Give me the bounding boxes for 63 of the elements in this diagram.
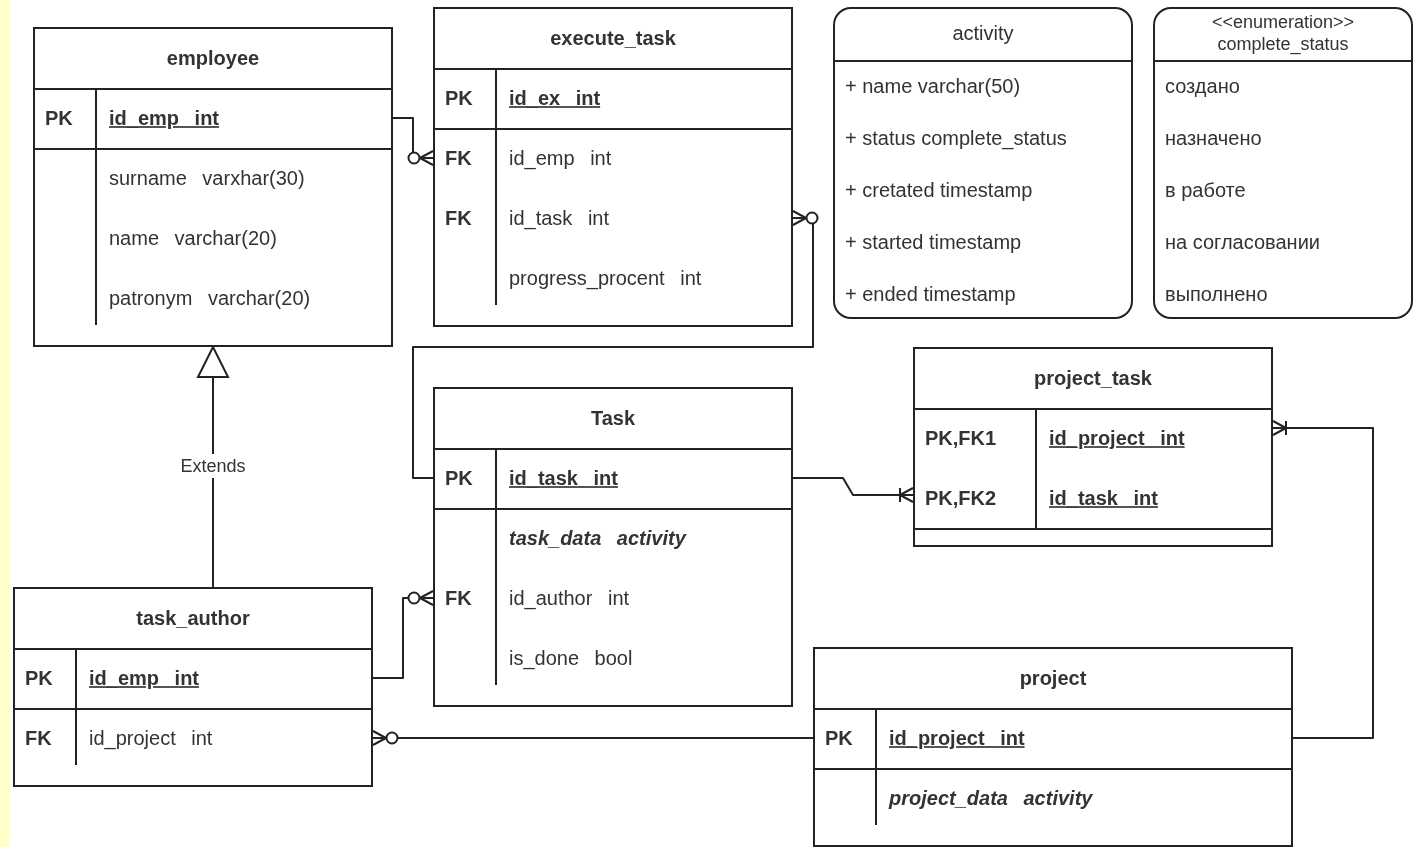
entity-table (813, 647, 1293, 847)
column-name: task_data activity (509, 526, 686, 550)
column-name: id_emp int (89, 666, 199, 690)
attribute-text: + started timestamp (845, 230, 1022, 254)
entity-table (913, 347, 1273, 547)
attribute-text: + cretated timestamp (845, 178, 1033, 202)
key-label: PK,FK2 (925, 486, 997, 510)
attribute-text: выполнено (1165, 282, 1268, 306)
column-name: name varchar(20) (109, 226, 277, 250)
table-title: project_task (1033, 365, 1153, 390)
table-title: execute_task (549, 25, 677, 50)
class-box (1153, 7, 1413, 319)
entity-table (13, 587, 373, 787)
table-title: employee (165, 45, 261, 70)
connector (412, 210, 819, 479)
key-label: FK (445, 206, 472, 230)
attribute-text: + name varchar(50) (845, 74, 1021, 98)
entity-table (33, 27, 393, 347)
column-name: id_ex int (509, 86, 601, 110)
attribute-text: на согласовании (1165, 230, 1320, 254)
connector (392, 117, 434, 166)
column-name: id_project int (889, 726, 1025, 750)
key-label: PK (445, 466, 473, 490)
key-label: FK (25, 726, 52, 750)
class-title: activity (951, 21, 1015, 45)
connector (372, 730, 814, 746)
key-label: PK (445, 86, 473, 110)
attribute-text: назначено (1165, 126, 1262, 150)
column-name: patronym varchar(20) (109, 286, 311, 310)
key-label: FK (445, 586, 472, 610)
column-name: id_author int (509, 586, 630, 610)
table-title: project (1018, 665, 1088, 690)
connector (197, 346, 229, 588)
attribute-text: в работе (1165, 178, 1246, 202)
column-name: id_task int (509, 466, 618, 490)
attribute-text: создано (1165, 74, 1240, 98)
class-box (833, 7, 1133, 319)
connector (1272, 420, 1374, 739)
attribute-text: + ended timestamp (845, 282, 1016, 306)
entity-table (433, 387, 793, 707)
class-title: <<enumeration>> complete_status (1210, 11, 1356, 55)
key-label: PK,FK1 (925, 426, 997, 450)
entity-table (433, 7, 793, 327)
column-name: surname varxhar(30) (109, 166, 305, 190)
edge-label: Extends (178, 454, 248, 478)
key-label: FK (445, 146, 472, 170)
column-name: is_done bool (509, 646, 633, 670)
column-name: progress_procent int (509, 266, 702, 290)
table-title: task_author (135, 605, 251, 630)
key-label: PK (825, 726, 853, 750)
connector (792, 477, 914, 503)
column-name: project_data activity (889, 786, 1093, 810)
column-name: id_project int (1049, 426, 1185, 450)
key-label: PK (25, 666, 53, 690)
connector (372, 590, 434, 679)
column-name: id_project int (89, 726, 213, 750)
key-label: PK (45, 106, 73, 130)
column-name: id_task int (1049, 486, 1158, 510)
attribute-text: + status complete_status (845, 126, 1067, 150)
table-title: Task (589, 405, 637, 430)
column-name: id_task int (509, 206, 610, 230)
column-name: id_emp int (509, 146, 612, 170)
column-name: id_emp int (109, 106, 219, 130)
